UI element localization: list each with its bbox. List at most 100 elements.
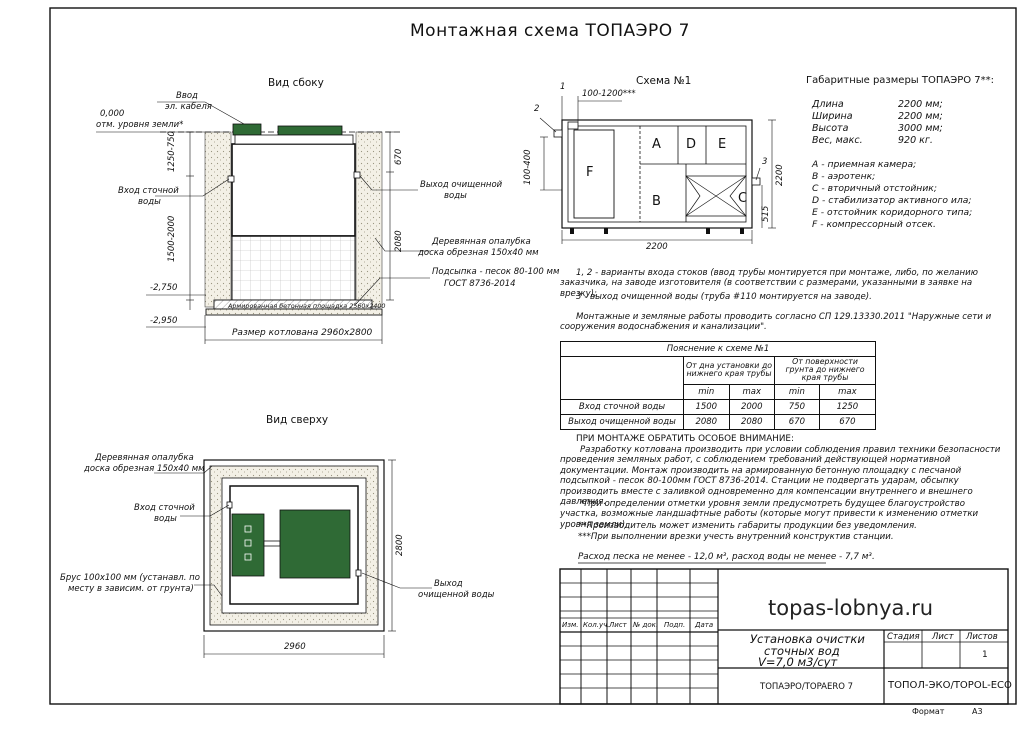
beam-label-2: месту в зависим. от грунта) [68,584,194,594]
legend-item-e: Е - отстойник коридорного типа; [812,207,973,218]
attention-p3: **Производитель может изменить габариты … [578,521,917,531]
table-group-2: От поверхности грунта до нижнего края тр… [774,356,876,385]
level-2950: -2,950 [150,316,178,326]
consumption-note: Расход песка не менее - 12,0 м³, расход … [578,552,875,562]
table-min-1: min [683,383,730,400]
note-inlets: 1, 2 - варианты входа стоков (ввод трубы… [560,268,978,299]
top-formwork-label-2: доска обрезная 150х40 мм [84,464,205,474]
page-title: Монтажная схема ТОПАЭРО 7 [410,21,690,41]
side-view-heading: Вид сбоку [268,77,324,89]
table-group-1: От дна установки до нижнего края трубы [682,356,776,385]
dim-width-label: Ширина [812,111,853,122]
attention-p1: Разработку котлована производить при усл… [560,445,1001,508]
side-view-drawing [96,101,430,344]
format-label: Формат [912,707,945,716]
stamp-stage: Стадия [887,632,920,642]
table-row-label: Вход сточной воды [560,398,684,415]
title-block-grid [559,568,1009,705]
dim-670: 670 [394,148,404,165]
table-cell: 2080 [728,413,776,430]
legend-item-c: С - вторичный отстойник; [812,183,937,194]
side-inlet-label-2: воды [138,197,161,207]
table-cell: 1500 [683,398,730,415]
side-outlet-label-2: воды [444,191,467,201]
table-row: Вход сточной воды 1500 2000 750 1250 [560,398,877,415]
dim-2080: 2080 [394,230,404,252]
legend-item-b: В - аэротенк; [812,171,876,182]
chamber-c: C [738,191,748,206]
chamber-e: E [718,137,727,152]
ground-level-value: 0,000 [100,109,125,119]
chamber-a: A [652,137,661,152]
lid-large [277,125,343,136]
attention-p2: *При определении отметки уровня земли пр… [560,499,979,530]
chamber-d: D [686,137,697,152]
top-outlet-label-1: Выход [434,579,463,589]
legend-item-f: F - компрессорный отсек. [812,219,936,230]
cable-input-label-2: эл. кабеля [165,102,212,112]
cable-input-label-1: Ввод [176,91,198,101]
scheme-dim-2200-h: 2200 [646,242,668,252]
top-formwork-label-1: Деревянная опалубка [95,453,194,463]
dim-width-value: 2200 мм; [898,111,943,122]
dim-2800: 2800 [395,534,405,556]
dim-length-value: 2200 мм; [898,99,943,110]
stamp-company: ТОПОЛ-ЭКО/TOPOL-ECO [888,680,1012,691]
scheme-dim-2200-v: 2200 [775,164,785,186]
table-cell: 670 [818,413,877,430]
top-view-heading: Вид сверху [266,414,329,426]
side-formwork-label-2: доска обрезная 150х40 мм [418,248,539,258]
sand-label-2: ГОСТ 8736-2014 [444,279,516,289]
stamp-header-list: Лист [609,621,627,629]
table-row-label: Выход очищенной воды [560,413,684,430]
slab-label: Армированная бетонная площадка 2560х2400 [228,302,386,310]
pit-size-label: Размер котлована 2960х2800 [232,328,373,338]
dim-100-400: 100-400 [523,149,533,185]
scheme-heading: Схема №1 [636,75,692,87]
table-row: Выход очищенной воды 2080 2080 670 670 [560,413,877,430]
dim-1250-750: 1250-750 [167,131,177,172]
dim-height-value: 3000 мм; [898,123,943,134]
dim-weight-value: 920 кг. [898,135,933,146]
main-lid-top [279,509,351,579]
scheme-mark-3: 3 [762,157,768,167]
stamp-model: ТОПАЭРО/TOPAERO 7 [760,682,854,692]
stamp-header-koluch: Кол.уч. [583,621,610,629]
stamp-header-podp: Подп. [664,621,686,629]
dim-2960: 2960 [284,642,306,652]
table-cell: 670 [774,413,820,430]
side-formwork-label-1: Деревянная опалубка [432,237,531,247]
chamber-b: B [652,194,661,209]
dim-length-label: Длина [812,99,844,110]
table-cell: 1250 [818,398,877,415]
level-2750: -2,750 [150,283,178,293]
beam-label-1: Брус 100х100 мм (устанавл. по [60,573,200,583]
website-label: topas-lobnya.ru [768,596,934,620]
scheme-mark-1: 1 [560,82,566,92]
dim-weight-label: Вес, макс. [812,135,863,146]
side-outlet-label-1: Выход очищенной [420,180,503,190]
note-standard: Монтажные и земляные работы проводить со… [560,312,992,333]
sand-bed [205,308,383,316]
attention-heading: ПРИ МОНТАЖЕ ОБРАТИТЬ ОСОБОЕ ВНИМАНИЕ: [576,434,794,444]
tank-body [231,143,356,237]
dim-100-1200: 100-1200*** [582,89,636,99]
stamp-title-3: V=7,0 м3/сут [758,655,838,669]
stamp-title-1: Установка очистки [750,632,865,646]
legend-item-a: А - приемная камера; [812,159,917,170]
dimensions-heading: Габаритные размеры ТОПАЭРО 7**: [806,75,995,86]
stamp-header-doc: № док. [633,621,659,629]
side-inlet-label-1: Вход сточной [118,186,179,196]
table-max-1: max [728,383,776,400]
attention-p4: ***При выполнении врезки учесть внутренн… [578,532,894,542]
table-empty-header [560,356,684,400]
top-view-drawing [154,459,432,658]
sheet-frame [49,7,1017,705]
table-cell: 2000 [728,398,776,415]
stamp-header-date: Дата [695,621,714,629]
dim-height-label: Высота [812,123,849,134]
format-value: А3 [972,707,983,716]
legend-item-d: D - стабилизатор активного ила; [812,195,972,206]
